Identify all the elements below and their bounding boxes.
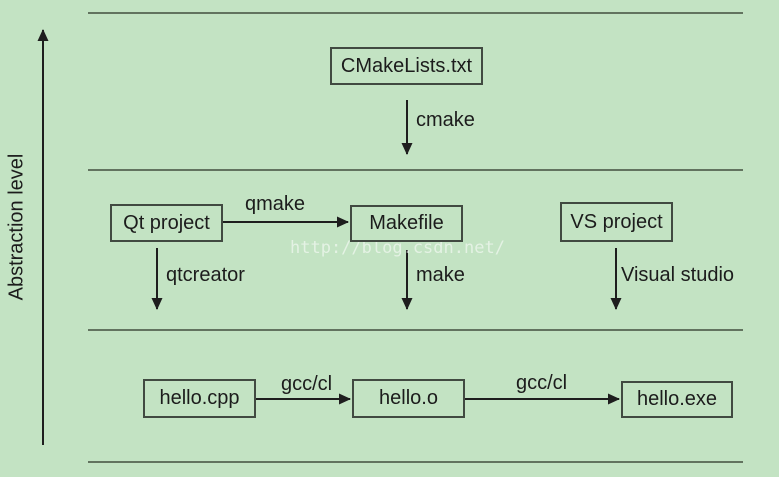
edge-label-qtcreator: qtcreator xyxy=(166,264,245,286)
node-hello-cpp: hello.cpp xyxy=(143,379,256,418)
node-hello-o: hello.o xyxy=(352,379,465,418)
watermark-text: http://blog.csdn.net/ xyxy=(290,238,505,258)
edge-label-cmake: cmake xyxy=(416,109,475,131)
node-qt-project: Qt project xyxy=(110,204,223,242)
node-makefile: Makefile xyxy=(350,205,463,242)
edge-label-make: make xyxy=(416,264,465,286)
edge-label-qmake: qmake xyxy=(245,193,306,215)
edge-label-visual-studio: Visual studio xyxy=(621,264,735,286)
edge-label-gcc-cl-1: gcc/cl xyxy=(281,373,333,395)
node-hello-exe: hello.exe xyxy=(621,381,733,418)
node-cmakelists-txt: CMakeLists.txt xyxy=(330,47,483,85)
edge-label-gcc-cl-2: gcc/cl xyxy=(516,372,568,394)
node-vs-project: VS project xyxy=(560,202,673,242)
abstraction-level-axis-label: Abstraction level xyxy=(5,153,28,301)
